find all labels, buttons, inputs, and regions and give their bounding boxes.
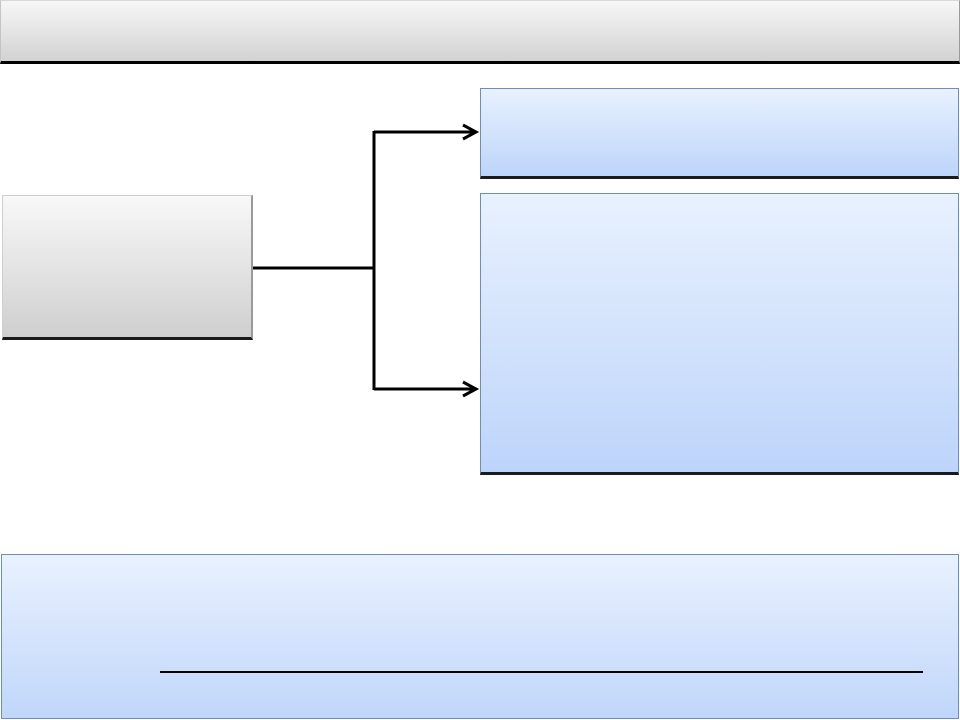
- target-box-bottom: [480, 193, 959, 475]
- arrowhead-bottom: [462, 380, 480, 398]
- arrowhead-top: [462, 123, 480, 141]
- bottom-panel: [1, 554, 959, 719]
- header-bar: [0, 0, 960, 64]
- answer-line: [160, 671, 923, 673]
- source-box: [2, 195, 253, 340]
- target-box-top: [480, 88, 959, 179]
